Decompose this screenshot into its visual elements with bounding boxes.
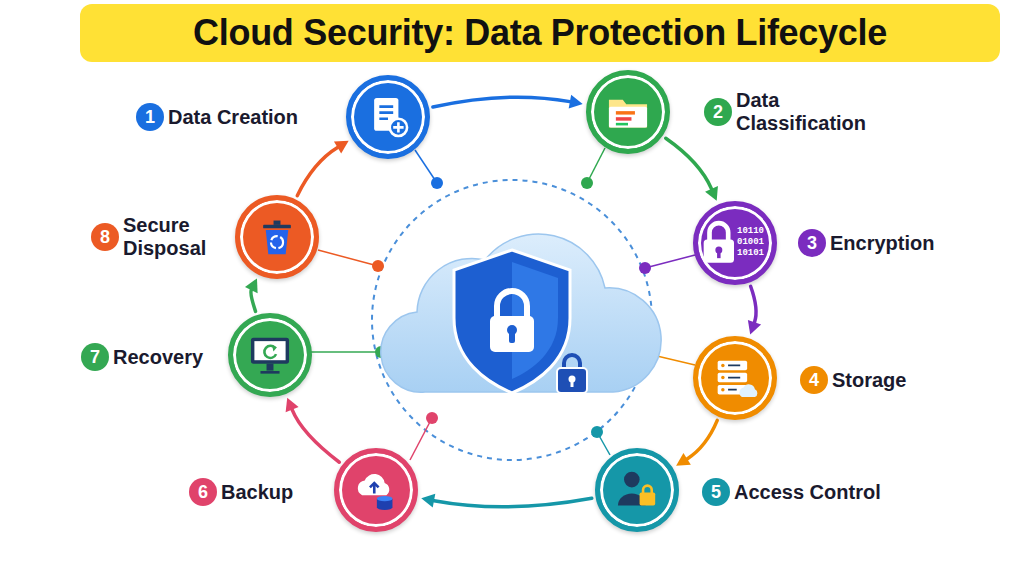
binary-text: 01001 (737, 237, 764, 248)
arrow-line (751, 286, 756, 322)
step-circle: 7Recovery (228, 313, 312, 397)
step-circle: 8Secure Disposal (235, 195, 319, 279)
flow-arrow (245, 278, 258, 311)
step-label: Backup (221, 481, 293, 504)
step-icon (362, 91, 414, 143)
step-number: 8 (91, 223, 119, 251)
title-bar: Cloud Security: Data Protection Lifecycl… (80, 4, 1000, 62)
step-number: 4 (800, 366, 828, 394)
step-number: 2 (704, 98, 732, 126)
step-icon (709, 352, 761, 404)
step-label: Recovery (113, 346, 203, 369)
spoke-lines (311, 148, 695, 460)
step-label: Storage (832, 369, 906, 392)
step-number: 5 (702, 478, 730, 506)
diagram-title: Cloud Security: Data Protection Lifecycl… (80, 4, 1000, 62)
flow-arrow (297, 141, 348, 196)
step-icon (611, 464, 663, 516)
step-label: Secure Disposal (123, 214, 219, 260)
arrow-head (569, 95, 583, 109)
arrow-line (297, 148, 337, 196)
flow-arrow (421, 494, 592, 508)
flow-arrow (286, 398, 340, 463)
arrow-head (676, 453, 691, 466)
cloud-shape (381, 234, 661, 392)
step-label: Data Creation (168, 106, 298, 129)
step-number: 7 (81, 343, 109, 371)
step-icon (350, 464, 402, 516)
step-number: 3 (798, 229, 826, 257)
step-icon (602, 86, 654, 138)
arrow-head (705, 186, 718, 201)
shield-icon (454, 250, 570, 393)
flow-arrow (676, 420, 717, 465)
step-icon (700, 208, 740, 278)
flow-arrow (748, 286, 761, 334)
step-label: Access Control (734, 481, 881, 504)
arrow-line (433, 97, 570, 107)
step-icon (244, 329, 296, 381)
step-number: 1 (136, 103, 164, 131)
step-circle: 5Access Control (595, 448, 679, 532)
small-lock-icon (557, 355, 587, 393)
step-label: Encryption (830, 232, 934, 255)
binary-text: 10110 (737, 226, 764, 237)
arrow-line (666, 138, 712, 189)
step-label: Data Classification (736, 89, 886, 135)
arrow-line (251, 290, 256, 311)
step-circle: 3Encryption101100100110101 (693, 201, 777, 285)
flow-arrow (666, 138, 718, 201)
arrow-head (421, 494, 435, 508)
arrow-head (334, 141, 349, 154)
binary-text: 10101 (737, 248, 764, 259)
arrow-head (286, 398, 299, 413)
step-circle: 1Data Creation (346, 75, 430, 159)
arrow-head (245, 278, 258, 293)
step-circle: 4Storage (693, 336, 777, 420)
flow-arrow (433, 95, 583, 109)
step-circle: 6Backup (334, 448, 418, 532)
arrow-line (434, 498, 592, 507)
step-number: 6 (189, 478, 217, 506)
arrow-line (292, 410, 339, 463)
step-circle: 2Data Classification (586, 70, 670, 154)
arrow-head (748, 320, 761, 335)
step-icon (251, 211, 303, 263)
arrow-line (687, 420, 717, 458)
